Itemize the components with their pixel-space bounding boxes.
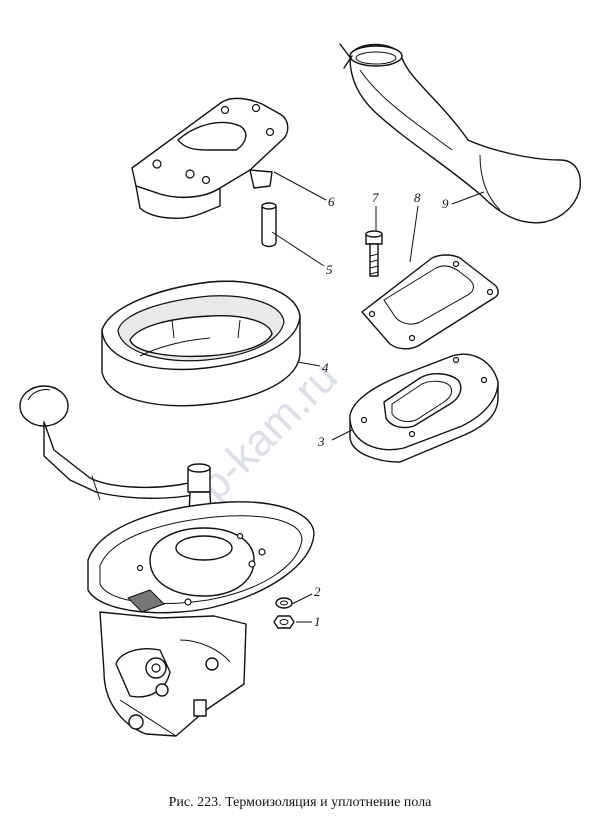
label-part-6: 6 (328, 194, 335, 209)
label-part-9: 9 (442, 196, 449, 211)
label-part-4: 4 (322, 360, 329, 375)
part-1-nut (273, 615, 295, 629)
part-4-insulation (101, 280, 301, 407)
label-part-7: 7 (372, 190, 379, 205)
label-part-3: 3 (317, 434, 325, 449)
leader-lines (271, 171, 485, 623)
label-part-1: 1 (314, 614, 321, 629)
gear-lever-assembly (19, 385, 315, 737)
label-part-2: 2 (314, 584, 321, 599)
figure-caption: Рис. 223. Термоизоляция и уплотнение пол… (169, 795, 433, 810)
part-5-bushing (261, 202, 277, 248)
label-part-5: 5 (326, 262, 333, 277)
label-part-8: 8 (414, 190, 421, 205)
part-3-pad (349, 353, 499, 463)
part-2-washer (275, 597, 293, 609)
part-6-bracket (131, 97, 289, 219)
part-8-gasket (361, 254, 499, 350)
part-7-bolt (365, 230, 383, 277)
part-9-duct (339, 43, 582, 224)
